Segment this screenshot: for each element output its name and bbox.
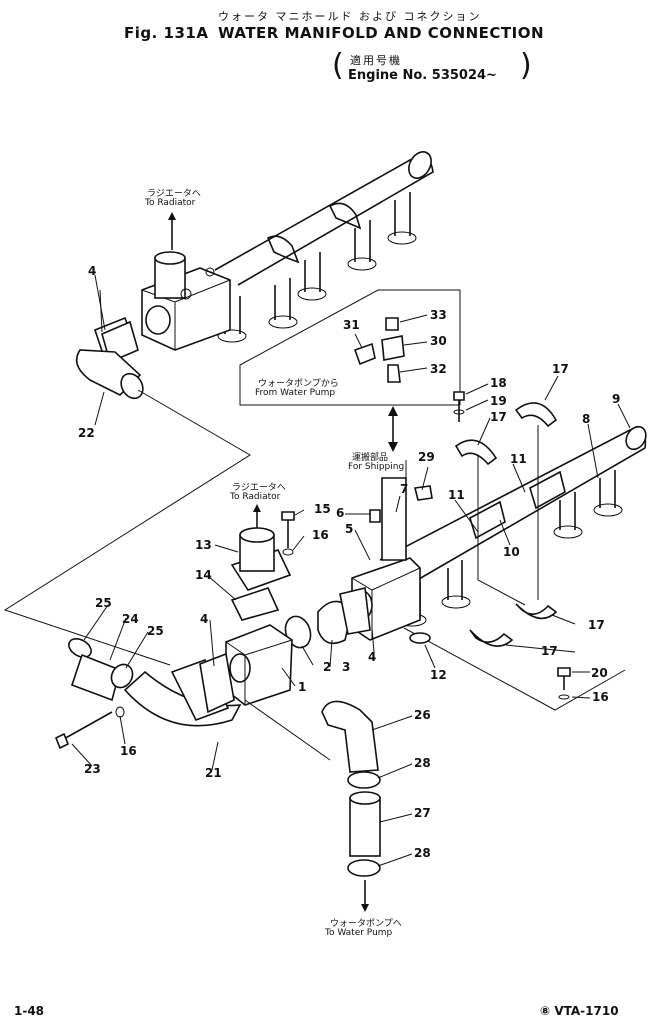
part-number: 11 — [510, 452, 527, 466]
page-number: 1-48 — [14, 1004, 45, 1018]
part-number: 24 — [122, 612, 139, 626]
part-number: 25 — [147, 624, 164, 638]
leader-lines — [71, 274, 631, 867]
part-number: 2 — [323, 660, 332, 674]
inset-box-bypass — [239, 289, 461, 406]
part-number: 29 — [418, 450, 435, 464]
from-water-pump-jp: ウォータポンプから — [258, 379, 339, 389]
part-number: 28 — [414, 846, 431, 860]
page-title: WATER MANIFOLD AND CONNECTION — [218, 24, 545, 42]
clamp-upper-mid — [454, 439, 498, 466]
part-number: 1 — [298, 680, 307, 694]
part-number: 25 — [95, 596, 112, 610]
gasket-14 — [230, 587, 280, 621]
clamp-upper-right — [514, 402, 558, 428]
to-radiator-en-upper: To Radiator — [145, 198, 196, 208]
part-number: 32 — [430, 362, 447, 376]
part-number: 16 — [120, 744, 137, 758]
o-ring-12 — [409, 632, 431, 644]
figure-number: Fig. 131A — [124, 24, 209, 42]
part-number: 16 — [592, 690, 609, 704]
part-number: 22 — [78, 426, 95, 440]
part-number: 21 — [205, 766, 222, 780]
middle-gasket — [339, 587, 371, 635]
part-number: 9 — [612, 392, 621, 406]
from-water-pump-en: From Water Pump — [255, 388, 336, 398]
rubber-hose-24 — [70, 653, 121, 702]
clamp-lower-mid — [469, 629, 514, 647]
hose-27 — [349, 797, 381, 857]
applicability-japanese: 適用号機 — [350, 54, 402, 67]
part-number: 4 — [200, 612, 209, 626]
part-number: 18 — [490, 376, 507, 390]
part-number: 17 — [541, 644, 558, 658]
part-number: 27 — [414, 806, 431, 820]
part-number: 28 — [414, 756, 431, 770]
part-number: 13 — [195, 538, 212, 552]
part-number: 31 — [343, 318, 360, 332]
part-number: 17 — [588, 618, 605, 632]
to-water-pump-jp: ウォータポンプへ — [330, 919, 402, 929]
part-number: 12 — [430, 668, 447, 682]
part-number: 3 — [342, 660, 351, 674]
part-number: 30 — [430, 334, 447, 348]
clamp-lower-right — [515, 603, 558, 620]
elbow-hose-26 — [321, 700, 379, 773]
to-water-pump-en: To Water Pump — [325, 928, 393, 938]
upper-thermostat-housing — [141, 251, 231, 351]
upper-water-manifold — [214, 151, 434, 343]
title-japanese: ウォータ マニホールド および コネクション — [218, 10, 482, 23]
part-number: 17 — [490, 410, 507, 424]
part-number: 5 — [345, 522, 354, 536]
to-radiator-jp-upper: ラジエータへ — [147, 189, 201, 199]
applicability-paren-right: ) — [520, 48, 532, 83]
water-outlet-13 — [230, 527, 292, 591]
part-number: 23 — [84, 762, 101, 776]
part-number: 16 — [312, 528, 329, 542]
hose-clamp-left — [68, 638, 92, 658]
part-number: 7 — [400, 482, 409, 496]
part-number: 14 — [195, 568, 212, 582]
part-number: 19 — [490, 394, 507, 408]
hose-clamp-28-upper — [347, 771, 381, 789]
part-number: 4 — [368, 650, 377, 664]
engine-number: Engine No. 535024~ — [348, 68, 497, 83]
thermostat-housing-1 — [225, 624, 293, 706]
part-number: 15 — [314, 502, 331, 516]
part-number: 4 — [88, 264, 97, 278]
to-radiator-en-lower: To Radiator — [230, 492, 281, 502]
part-number: 26 — [414, 708, 431, 722]
part-number: 8 — [582, 412, 591, 426]
part-number: 17 — [552, 362, 569, 376]
to-radiator-jp-lower: ラジエータへ — [232, 483, 286, 493]
drawing-code: ⑧ VTA-1710 — [540, 1004, 619, 1018]
part-number: 6 — [336, 506, 345, 520]
lower-gasket-4 — [199, 652, 235, 714]
part-number: 11 — [448, 488, 465, 502]
hose-clamp-28-lower — [347, 859, 381, 877]
part-number: 20 — [591, 666, 608, 680]
part-number: 33 — [430, 308, 447, 322]
for-shipping-en: For Shipping — [348, 462, 405, 472]
part-number: 10 — [503, 545, 520, 559]
for-shipping-jp: 運搬部品 — [352, 453, 389, 463]
applicability-paren-left: ( — [332, 48, 344, 83]
